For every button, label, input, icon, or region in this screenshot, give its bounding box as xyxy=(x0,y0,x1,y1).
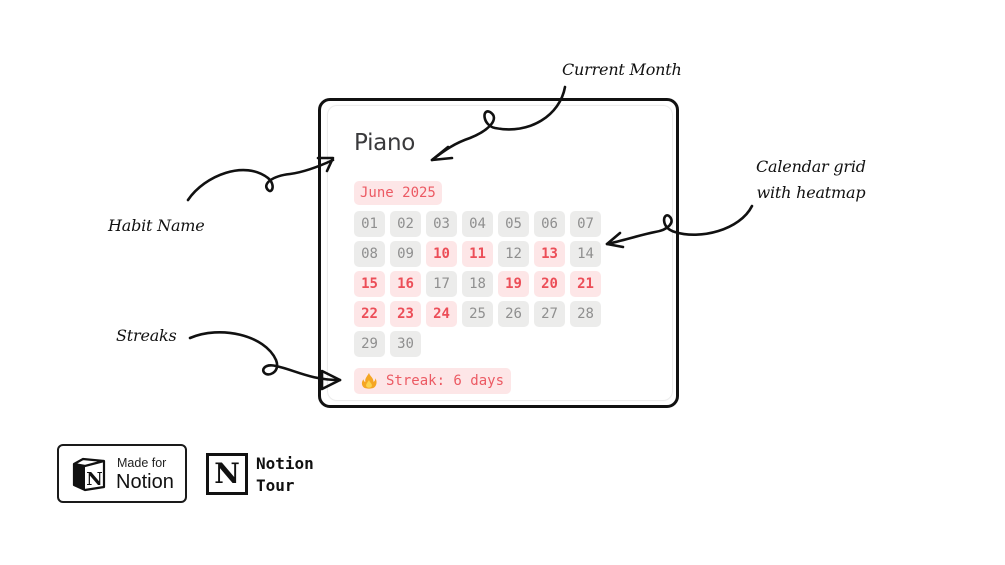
day-cell[interactable]: 03 xyxy=(426,211,457,237)
notion-tour-line2: Tour xyxy=(256,476,295,495)
day-cell[interactable]: 28 xyxy=(570,301,601,327)
annotation-streaks: Streaks xyxy=(116,326,177,345)
annotation-current-month: Current Month xyxy=(562,60,682,79)
day-cell[interactable]: 17 xyxy=(426,271,457,297)
annotation-habit-name: Habit Name xyxy=(108,216,205,235)
day-cell-completed[interactable]: 24 xyxy=(426,301,457,327)
day-cell[interactable]: 02 xyxy=(390,211,421,237)
made-for-notion-badge[interactable]: N Made for Notion xyxy=(57,444,187,503)
day-cell[interactable]: 26 xyxy=(498,301,529,327)
annotation-calendar-grid: Calendar grid with heatmap xyxy=(756,154,866,206)
notion-cube-logo-icon: N xyxy=(72,457,106,492)
habit-name-arrow xyxy=(186,158,335,202)
annotation-calendar-grid-line1: Calendar grid xyxy=(756,157,866,176)
notion-text: Notion xyxy=(116,471,174,493)
day-cell[interactable]: 05 xyxy=(498,211,529,237)
day-cell-completed[interactable]: 21 xyxy=(570,271,601,297)
day-cell-completed[interactable]: 16 xyxy=(390,271,421,297)
day-cell[interactable]: 12 xyxy=(498,241,529,267)
habit-name: Piano xyxy=(354,130,415,156)
day-cell[interactable]: 08 xyxy=(354,241,385,267)
annotation-calendar-grid-line2: with heatmap xyxy=(756,183,866,202)
streak-badge: Streak: 6 days xyxy=(354,368,512,394)
day-cell-completed[interactable]: 13 xyxy=(534,241,565,267)
day-cell[interactable]: 06 xyxy=(534,211,565,237)
fire-icon xyxy=(361,372,377,389)
notion-letter: N xyxy=(86,469,102,490)
day-cell[interactable]: 30 xyxy=(390,331,421,357)
notion-n-box-icon: N xyxy=(206,453,248,495)
day-cell[interactable]: 29 xyxy=(354,331,385,357)
notion-tour-line1: Notion xyxy=(256,454,314,473)
day-cell-completed[interactable]: 15 xyxy=(354,271,385,297)
day-cell-completed[interactable]: 10 xyxy=(426,241,457,267)
day-cell-completed[interactable]: 23 xyxy=(390,301,421,327)
made-for-text: Made for xyxy=(117,456,167,470)
current-month-badge: June 2025 xyxy=(354,181,442,205)
streak-text: Streak: 6 days xyxy=(386,373,505,389)
day-cell-completed[interactable]: 11 xyxy=(462,241,493,267)
day-cell[interactable]: 04 xyxy=(462,211,493,237)
day-cell[interactable]: 09 xyxy=(390,241,421,267)
day-cell[interactable]: 01 xyxy=(354,211,385,237)
day-cell[interactable]: 25 xyxy=(462,301,493,327)
day-cell-completed[interactable]: 22 xyxy=(354,301,385,327)
day-cell[interactable]: 18 xyxy=(462,271,493,297)
day-cell[interactable]: 07 xyxy=(570,211,601,237)
day-cell-completed[interactable]: 20 xyxy=(534,271,565,297)
day-cell-completed[interactable]: 19 xyxy=(498,271,529,297)
day-cell[interactable]: 14 xyxy=(570,241,601,267)
day-cell[interactable]: 27 xyxy=(534,301,565,327)
